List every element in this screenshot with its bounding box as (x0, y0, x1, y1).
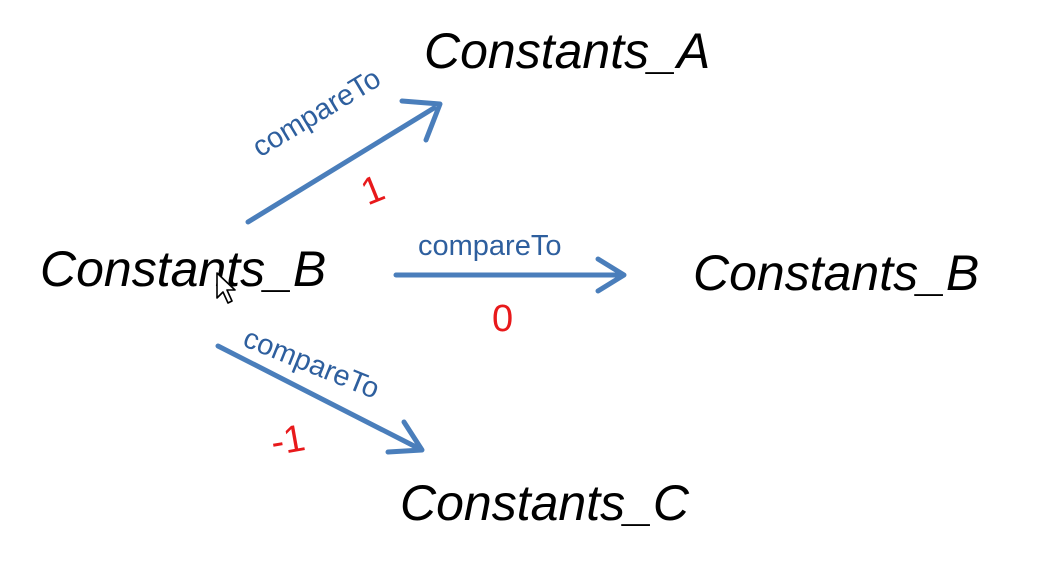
edge-label-mid: compareTo (418, 230, 562, 262)
node-constants-a: Constants_A (424, 23, 711, 79)
arrow-down (215, 343, 425, 455)
arrow-mid (393, 256, 627, 294)
node-constants-c: Constants_C (400, 475, 690, 531)
arrow-up (245, 98, 443, 225)
mouse-pointer-icon (216, 272, 238, 311)
result-mid: 0 (492, 298, 514, 340)
result-down: -1 (267, 417, 309, 465)
node-constants-b-source: Constants_B (40, 241, 327, 297)
node-constants-b-target: Constants_B (693, 245, 980, 301)
